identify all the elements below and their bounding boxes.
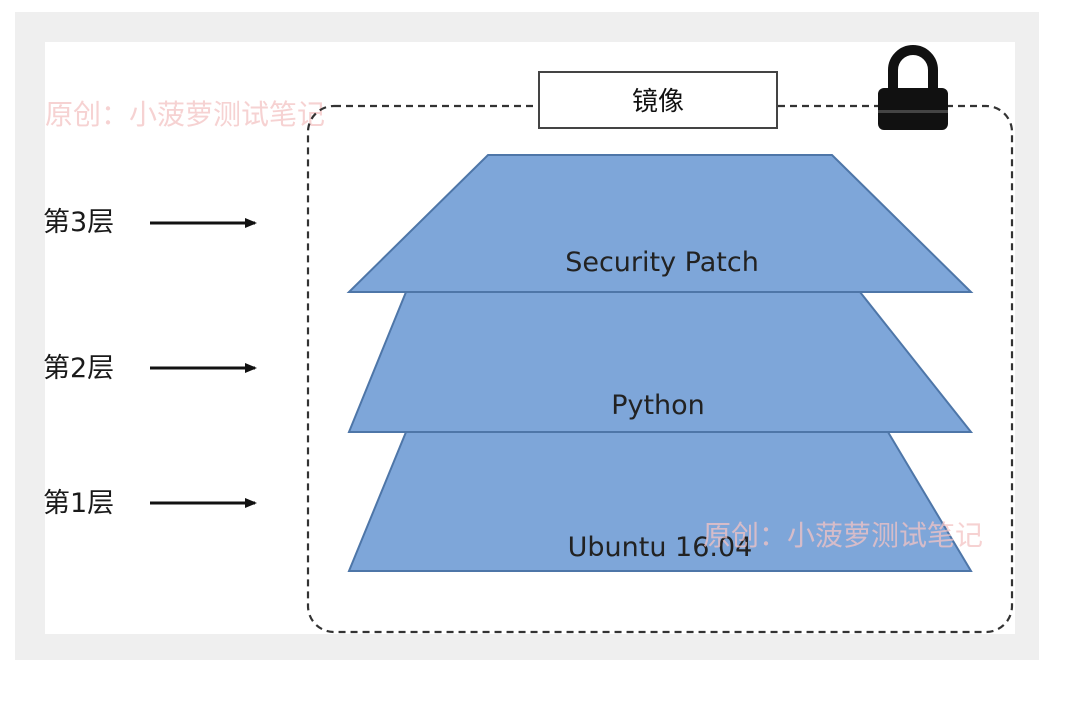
side-label-layer-2: 第2层 xyxy=(43,353,257,384)
layer-3-label: 第3层 xyxy=(43,207,114,238)
side-label-layer-1: 第1层 xyxy=(43,488,257,519)
layer-2-label: 第2层 xyxy=(43,353,114,384)
layer-python-label: Python xyxy=(611,390,705,421)
image-title: 镜像 xyxy=(632,87,684,117)
padlock-icon xyxy=(878,45,948,130)
layer-ubuntu: Ubuntu 16.04 xyxy=(347,431,973,572)
layer-1-label: 第1层 xyxy=(43,488,114,519)
layer-security-patch: Security Patch xyxy=(346,154,974,293)
watermark-bottom: 原创：小菠萝测试笔记 xyxy=(703,519,983,552)
image-title-box: 镜像 xyxy=(538,71,778,129)
watermark-top: 原创：小菠萝测试笔记 xyxy=(45,98,325,131)
layer-security-patch-label: Security Patch xyxy=(565,247,759,278)
layer-security-patch-shape xyxy=(346,154,974,293)
image-title-frame xyxy=(538,71,778,129)
layer-python: Python xyxy=(347,291,974,433)
side-label-layer-3: 第3层 xyxy=(43,207,257,238)
layer-ubuntu-label: Ubuntu 16.04 xyxy=(568,532,753,563)
